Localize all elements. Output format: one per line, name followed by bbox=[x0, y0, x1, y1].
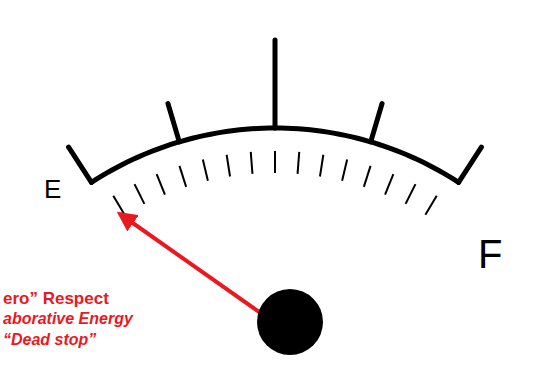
major-tick bbox=[273, 40, 278, 128]
minor-tick bbox=[179, 166, 186, 187]
major-tick bbox=[371, 104, 382, 142]
minor-tick bbox=[406, 184, 416, 204]
callout-text: “Dead stop” bbox=[3, 332, 96, 348]
major-tick bbox=[69, 147, 92, 182]
minor-tick bbox=[385, 174, 393, 194]
minor-tick bbox=[298, 152, 300, 174]
gauge-arc bbox=[91, 128, 458, 182]
minor-tick bbox=[227, 155, 230, 177]
full-label: F bbox=[478, 234, 502, 274]
callout-text: ero” Respect bbox=[3, 290, 109, 307]
minor-tick bbox=[274, 151, 276, 173]
minor-tick bbox=[320, 155, 323, 177]
minor-tick bbox=[342, 159, 347, 180]
minor-tick bbox=[135, 184, 145, 204]
major-tick bbox=[459, 147, 482, 182]
minor-tick bbox=[157, 174, 165, 194]
minor-tick bbox=[113, 196, 124, 215]
minor-tick bbox=[364, 166, 371, 187]
callout-text: aborative Energy bbox=[3, 311, 133, 327]
minor-tick bbox=[425, 196, 436, 215]
minor-tick bbox=[251, 152, 253, 174]
major-tick bbox=[168, 104, 179, 142]
minor-tick bbox=[203, 159, 208, 180]
pointer-arrow bbox=[120, 214, 262, 314]
needle-hub bbox=[257, 289, 323, 355]
empty-label: E bbox=[44, 176, 61, 202]
